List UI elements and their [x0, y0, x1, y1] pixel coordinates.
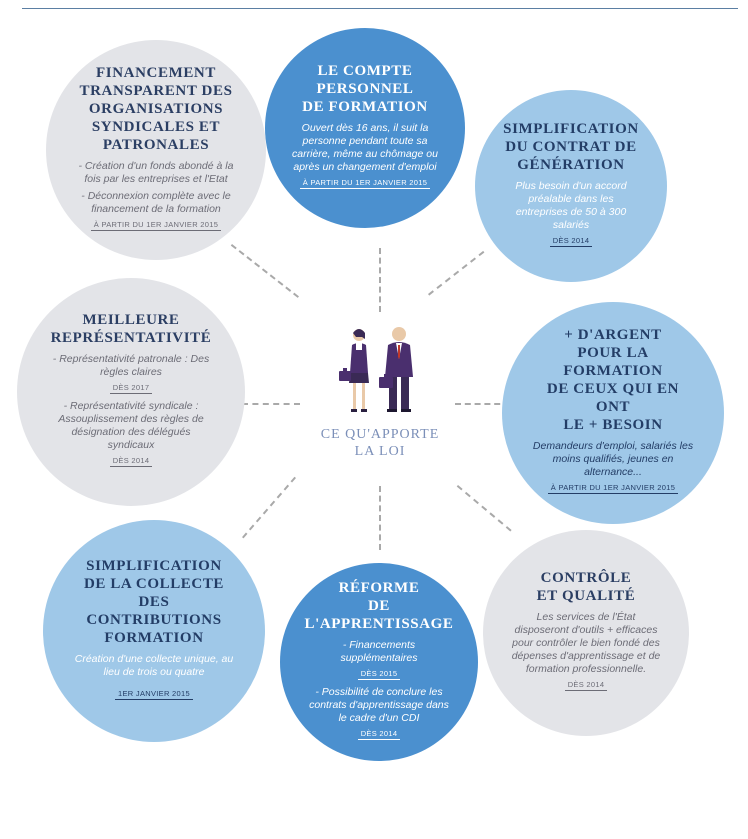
bubble-title: SIMPLIFICATION DE LA COLLECTE DES CONTRI…: [83, 557, 225, 646]
bubble-text: - Possibilité de conclure les contrats d…: [309, 685, 449, 724]
bubble-reforme-apprentissage: RÉFORME DE L'APPRENTISSAGE - Financement…: [280, 563, 478, 761]
top-rule: [22, 8, 738, 9]
date-badge: Dès 2014: [109, 456, 153, 467]
bubble-contrat-generation: SIMPLIFICATION DU CONTRAT DE GÉNÉRATION …: [475, 90, 667, 282]
bubble-simplification-collecte: SIMPLIFICATION DE LA COLLECTE DES CONTRI…: [43, 520, 265, 742]
bubble-representativite: MEILLEURE REPRÉSENTATIVITÉ - Représentat…: [17, 278, 245, 506]
bubble-text: Ouvert dès 16 ans, il suit la personne p…: [292, 121, 438, 173]
date-badge: À partir du 1er janvier 2015: [547, 483, 679, 494]
bubble-title: CONTRÔLE ET QUALITÉ: [536, 570, 636, 604]
date-badge: À partir du 1er janvier 2015: [299, 178, 431, 189]
bubble-text: - Représentativité patronale : Des règle…: [52, 353, 210, 378]
bubble-text: Les services de l'État disposeront d'out…: [511, 611, 661, 675]
bubble-title: + D'ARGENT POUR LA FORMATION DE CEUX QUI…: [546, 327, 680, 433]
connector-bottom-left: [242, 476, 296, 539]
bubble-text: Création d'une collecte unique, au lieu …: [74, 652, 234, 678]
bubble-title: FINANCEMENT TRANSPARENT DES ORGANISATION…: [79, 64, 233, 153]
date-badge: 1er janvier 2015: [115, 689, 193, 700]
connector-bottom: [379, 486, 381, 550]
bubble-text: - Déconnexion complète avec le financeme…: [81, 189, 231, 215]
date-badge: À partir du 1er janvier 2015: [90, 220, 222, 231]
bubble-text: - Financements supplémentaires: [340, 638, 418, 664]
bubble-financement-transparent: FINANCEMENT TRANSPARENT DES ORGANISATION…: [46, 40, 266, 260]
bubble-argent-formation: + D'ARGENT POUR LA FORMATION DE CEUX QUI…: [502, 302, 724, 524]
bubble-text: - Représentativité syndicale : Assouplis…: [58, 400, 204, 451]
bubble-title: LE COMPTE PERSONNEL DE FORMATION: [302, 62, 428, 115]
center-title: CE QU'APPORTE LA LOI: [320, 427, 440, 459]
bubble-title: SIMPLIFICATION DU CONTRAT DE GÉNÉRATION: [503, 120, 639, 173]
bubble-text: Plus besoin d'un accord préalable dans l…: [515, 179, 627, 231]
connector-top: [379, 248, 381, 312]
date-badge: Dès 2017: [109, 383, 153, 394]
connector-top-left: [230, 244, 299, 298]
date-badge: Dès 2014: [549, 236, 593, 247]
bubble-text: - Création d'un fonds abondé à la fois p…: [78, 159, 234, 185]
bubble-controle-qualite: CONTRÔLE ET QUALITÉ Les services de l'Ét…: [483, 530, 689, 736]
date-badge: Dès 2014: [564, 680, 608, 691]
bubble-compte-personnel: LE COMPTE PERSONNEL DE FORMATION Ouvert …: [265, 28, 465, 228]
center-hub: CE QU'APPORTE LA LOI: [305, 325, 455, 485]
bubble-title: RÉFORME DE L'APPRENTISSAGE: [304, 579, 454, 632]
bubble-title: MEILLEURE REPRÉSENTATIVITÉ: [50, 312, 212, 346]
bubble-text: Demandeurs d'emploi, salariés les moins …: [532, 440, 694, 478]
date-badge: Dès 2015: [357, 669, 401, 680]
business-people-illustration: [339, 327, 413, 412]
date-badge: Dès 2014: [357, 729, 401, 740]
connector-bottom-right: [456, 485, 512, 532]
connector-top-right: [428, 250, 485, 296]
connector-right: [455, 403, 510, 405]
connector-left: [242, 403, 300, 405]
